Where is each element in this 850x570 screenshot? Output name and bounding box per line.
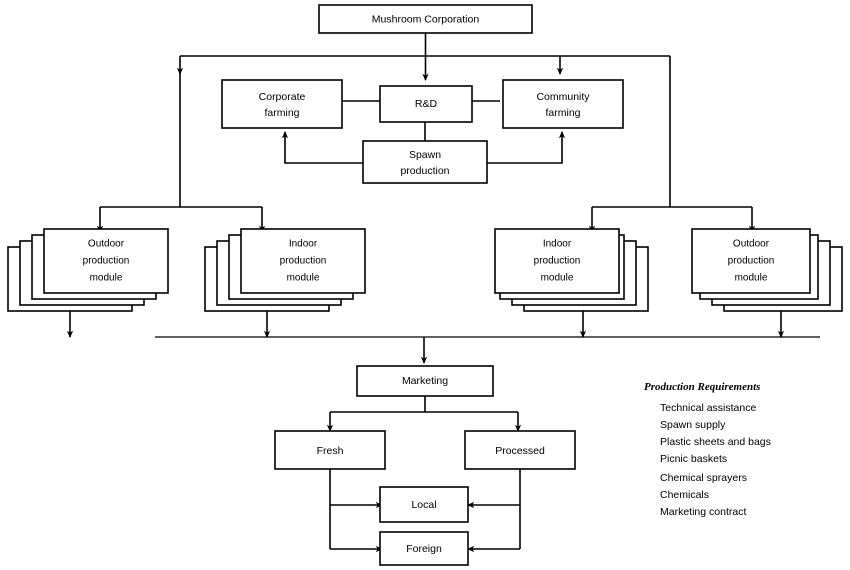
node-module-outdoor-left[interactable]: Outdoor production module (7, 228, 169, 312)
node-label-outdoor-left-3: module (90, 273, 123, 284)
node-module-indoor-left[interactable]: Indoor production module (204, 228, 366, 312)
node-label-marketing: Marketing (402, 375, 448, 387)
edge-fresh-to-outlets (329, 469, 384, 553)
node-mushroom-corporation[interactable]: Mushroom Corporation (318, 4, 533, 34)
node-label-indoor-left-1: Indoor (289, 239, 318, 250)
node-label-outdoor-right-3: module (735, 273, 768, 284)
node-label-community-farming-2: farming (545, 107, 580, 119)
node-label-outdoor-right-1: Outdoor (733, 239, 770, 250)
node-label-processed: Processed (495, 445, 545, 457)
edge-processed-to-outlets (467, 469, 521, 553)
node-foreign[interactable]: Foreign (379, 531, 469, 566)
node-rnd[interactable]: R&D (379, 85, 473, 123)
node-label-indoor-right-2: production (534, 256, 581, 267)
node-spawn-production[interactable]: Spawn production (362, 140, 488, 184)
node-label-spawn-1: Spawn (409, 149, 441, 161)
node-label-root: Mushroom Corporation (372, 13, 480, 25)
edge-root-to-bus (176, 33, 670, 82)
node-processed[interactable]: Processed (464, 430, 576, 470)
node-community-farming[interactable]: Community farming (502, 79, 624, 129)
node-label-local: Local (411, 499, 436, 511)
node-label-outdoor-right-2: production (728, 256, 775, 267)
node-fresh[interactable]: Fresh (274, 430, 386, 470)
node-module-outdoor-right[interactable]: Outdoor production module (691, 228, 843, 312)
edge-spawn-to-community (487, 131, 566, 164)
edge-community-to-right-bus (588, 56, 756, 234)
node-label-indoor-right-3: module (541, 273, 574, 284)
node-label-indoor-right-1: Indoor (543, 239, 572, 250)
node-label-outdoor-left-2: production (83, 256, 130, 267)
node-label-foreign: Foreign (406, 543, 442, 555)
edge-spawn-to-corporate (281, 131, 363, 164)
requirement-item: Plastic sheets and bags (660, 436, 771, 448)
node-label-rnd: R&D (415, 98, 438, 110)
requirement-item: Spawn supply (660, 419, 726, 431)
requirement-item: Chemical sprayers (660, 472, 747, 484)
production-requirements: Production Requirements Technical assist… (644, 381, 771, 518)
node-label-community-farming-1: Community (536, 91, 590, 103)
requirement-item: Chemicals (660, 489, 709, 501)
edge-modules-to-collection-bus (66, 311, 820, 365)
node-label-fresh: Fresh (317, 445, 344, 457)
production-requirements-title: Production Requirements (644, 381, 760, 393)
node-label-outdoor-left-1: Outdoor (88, 239, 125, 250)
node-corporate-farming[interactable]: Corporate farming (221, 79, 343, 129)
requirement-item: Marketing contract (660, 506, 746, 518)
node-label-corporate-farming-2: farming (264, 107, 299, 119)
requirement-item: Picnic baskets (660, 453, 727, 465)
node-label-indoor-left-3: module (287, 273, 320, 284)
node-label-indoor-left-2: production (280, 256, 327, 267)
edge-corporate-to-left-bus (96, 74, 266, 234)
node-label-spawn-2: production (400, 165, 449, 177)
node-label-corporate-farming-1: Corporate (259, 91, 306, 103)
node-marketing[interactable]: Marketing (356, 365, 494, 397)
edge-marketing-split (326, 396, 522, 433)
node-module-indoor-right[interactable]: Indoor production module (494, 228, 649, 312)
node-local[interactable]: Local (379, 486, 469, 523)
requirement-item: Technical assistance (660, 402, 756, 414)
